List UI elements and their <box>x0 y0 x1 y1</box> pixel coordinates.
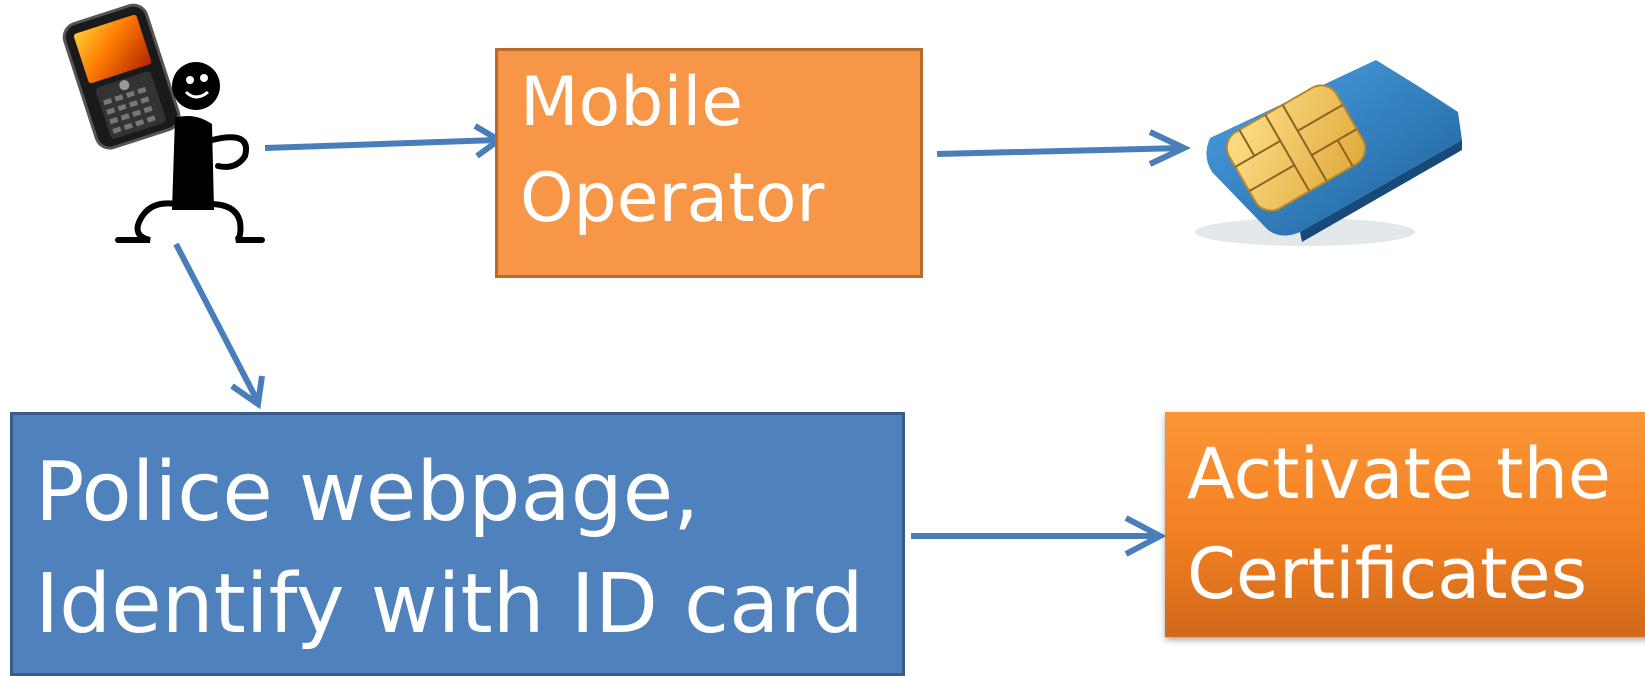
stick-figure-with-phone-icon <box>62 3 265 243</box>
arrow-person-to-police <box>173 242 265 410</box>
mobile-operator-label-line1: Mobile <box>520 63 744 142</box>
arrow-operator-to-sim <box>936 129 1192 167</box>
activate-label-line1: Activate the <box>1187 433 1611 515</box>
activate-certificates-box: Activate the Certificates <box>1165 412 1645 637</box>
activate-label-line2: Certificates <box>1187 533 1588 615</box>
arrow-police-to-activate <box>911 515 1167 557</box>
police-label-line2: Identify with ID card <box>35 557 864 652</box>
mobile-operator-label-line2: Operator <box>520 159 825 238</box>
arrow-person-to-operator <box>264 123 505 159</box>
mobile-operator-box: Mobile Operator <box>495 48 923 278</box>
police-label-line1: Police webpage, <box>35 445 700 540</box>
police-webpage-box: Police webpage, Identify with ID card <box>10 412 905 676</box>
sim-card-icon <box>1195 60 1462 246</box>
